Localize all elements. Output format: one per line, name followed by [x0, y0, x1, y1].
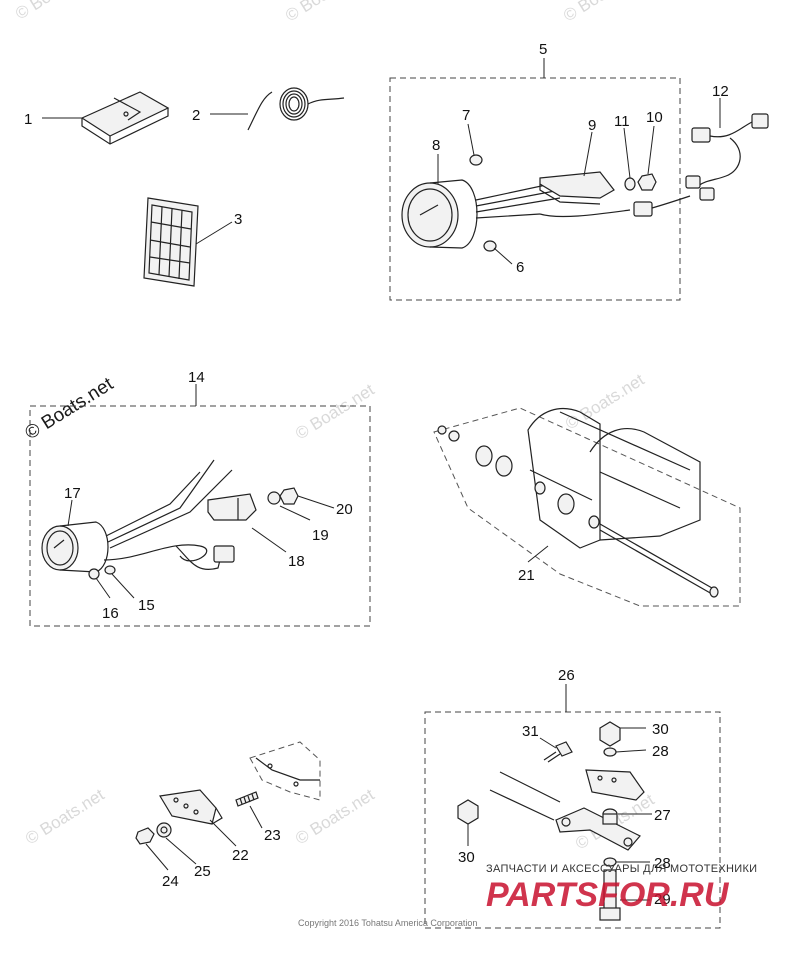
callout-10: 10	[646, 109, 663, 126]
callout-3: 3	[234, 211, 242, 228]
part-3-label	[143, 197, 199, 287]
part-6-7-bulbs	[469, 154, 497, 252]
part-2-cord	[247, 87, 345, 131]
watermark: © Boats.net	[22, 785, 108, 848]
part-24-25-nut-washer	[135, 822, 172, 845]
part-1-pouch	[80, 91, 170, 145]
callout-7: 7	[462, 107, 470, 124]
part-22-plate	[159, 789, 223, 825]
callout-1: 1	[24, 111, 32, 128]
callout-17: 17	[64, 485, 81, 502]
part-12-harness	[633, 113, 769, 217]
copyright-text: Copyright 2016 Tohatsu America Corporati…	[298, 918, 477, 928]
callout-24: 24	[162, 873, 179, 890]
part-29-bolt	[599, 869, 621, 921]
watermark: © Boats.net	[562, 370, 648, 433]
callout-19: 19	[312, 527, 329, 544]
part-27-spacer	[602, 808, 618, 825]
shop-brand: PARTSFOR.RU	[486, 876, 730, 914]
part-28-washers	[603, 747, 617, 867]
callouts: 1 2 3 5 6 7 8 9 11 10 12 14 17 18 19 20 …	[24, 41, 729, 908]
watermark-main: © Boats.net	[22, 373, 118, 444]
part-ghost-bracket-22	[249, 741, 321, 801]
callout-21: 21	[518, 567, 535, 584]
callout-20: 20	[336, 501, 353, 518]
part-23-stud	[235, 791, 259, 807]
watermark: © Boats.net	[12, 0, 98, 23]
part-bracket-26	[585, 769, 645, 801]
part-8-tachometer	[401, 179, 631, 249]
callout-11: 11	[614, 113, 630, 130]
callout-8: 8	[432, 137, 440, 154]
callout-28-top: 28	[652, 743, 669, 760]
callout-29: 29	[654, 891, 671, 908]
callout-22: 22	[232, 847, 249, 864]
callout-15: 15	[138, 597, 155, 614]
shop-banner: ЗАПЧАСТИ И АКСЕССУАРЫ ДЛЯ МОТОТЕХНИКИ PA…	[486, 863, 757, 914]
callout-28-bottom: 28	[654, 855, 671, 872]
watermark: © Boats.net	[282, 0, 368, 25]
part-27-link	[489, 771, 641, 851]
callout-12: 12	[712, 83, 729, 100]
watermark: © Boats.net	[292, 785, 378, 848]
callout-26: 26	[558, 667, 575, 684]
callout-9: 9	[588, 117, 596, 134]
callout-30-top: 30	[652, 721, 669, 738]
part-19-20-nut-washer	[267, 487, 299, 505]
leader-lines	[42, 58, 721, 901]
part-31-bolt	[543, 741, 573, 763]
part-21-assembly	[433, 407, 741, 607]
part-harness-14	[175, 545, 235, 570]
callout-6: 6	[516, 259, 524, 276]
watermark: © Boats.net	[292, 380, 378, 443]
callout-25: 25	[194, 863, 211, 880]
callout-30-bottom: 30	[458, 849, 475, 866]
part-9-bracket	[539, 171, 615, 205]
part-30-nuts	[457, 721, 621, 825]
callout-23: 23	[264, 827, 281, 844]
part-15-16-bulbs	[88, 565, 116, 580]
kit-box-26	[424, 711, 721, 929]
part-10-11-nut-washer	[624, 173, 657, 191]
kit-box-5	[389, 77, 681, 301]
callout-18: 18	[288, 553, 305, 570]
callout-16: 16	[102, 605, 119, 622]
part-18-bracket	[207, 493, 257, 521]
callout-31: 31	[522, 723, 539, 740]
callout-5: 5	[539, 41, 547, 58]
callout-14: 14	[188, 369, 205, 386]
kit-box-14	[29, 405, 371, 627]
callout-27: 27	[654, 807, 671, 824]
part-17-meter	[41, 459, 233, 573]
shop-subtitle: ЗАПЧАСТИ И АКСЕССУАРЫ ДЛЯ МОТОТЕХНИКИ	[486, 863, 757, 875]
callout-2: 2	[192, 107, 200, 124]
watermark: © Boats.net	[560, 0, 646, 25]
